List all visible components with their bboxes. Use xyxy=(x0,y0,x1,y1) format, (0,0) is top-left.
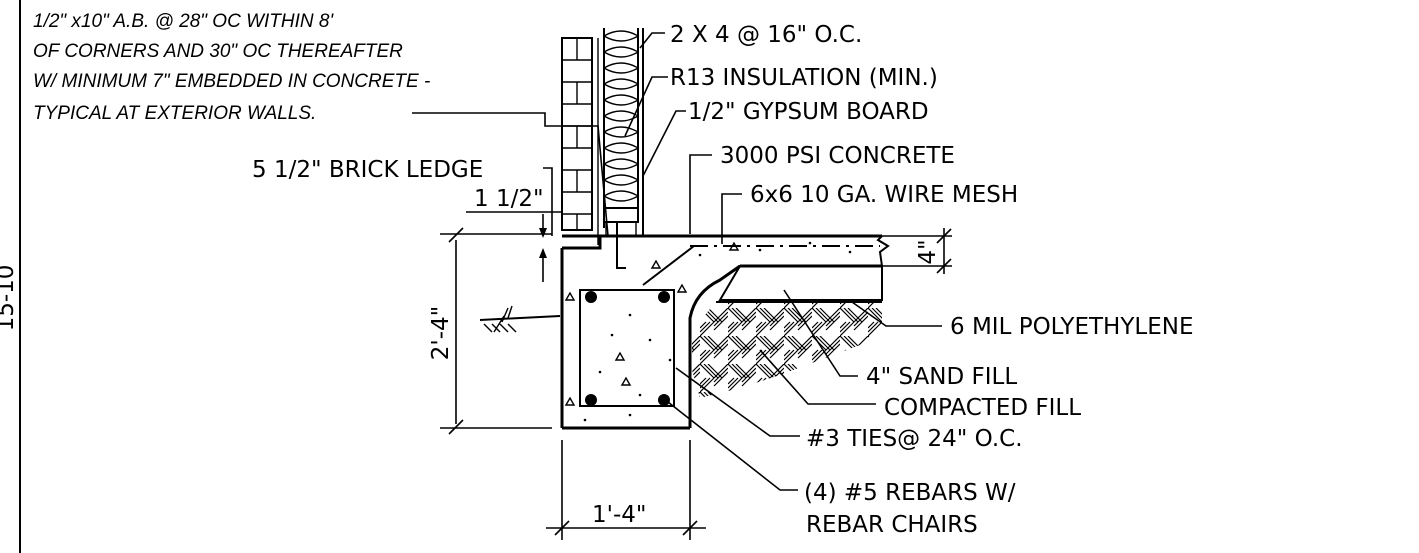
grade-symbol xyxy=(479,305,561,333)
anchor-bolt-note-line-1: 1/2" x10" A.B. @ 28" OC WITHIN 8' xyxy=(33,11,334,32)
gypsum-leader xyxy=(642,110,686,177)
dimension-footing-width: 1'-4" xyxy=(546,440,706,540)
dimension-ledge: 1 1/2" xyxy=(466,186,562,282)
rebar-ties xyxy=(579,289,675,407)
wire-mesh-leader xyxy=(721,193,742,244)
sand-fill-leader xyxy=(783,289,858,377)
insulation-leader xyxy=(624,76,668,137)
anchor-bolt-note-line-4: TYPICAL AT EXTERIOR WALLS. xyxy=(33,103,316,124)
rebar-top-left xyxy=(585,291,597,303)
label-concrete: 3000 PSI CONCRETE xyxy=(720,143,955,169)
dim-footing-depth: 2'-4" xyxy=(428,306,454,360)
label-gypsum: 1/2" GYPSUM BOARD xyxy=(688,99,929,125)
label-studs: 2 X 4 @ 16" O.C. xyxy=(670,22,862,48)
sand-fill xyxy=(718,265,883,301)
label-rebars-line-2: REBAR CHAIRS xyxy=(806,512,978,538)
label-compacted-fill: COMPACTED FILL xyxy=(884,395,1081,421)
compacted-fill-leader xyxy=(759,349,876,405)
rebars-leader xyxy=(667,401,798,491)
label-brick-ledge: 5 1/2" BRICK LEDGE xyxy=(252,157,483,183)
dimension-slab: 4" xyxy=(882,228,952,274)
polyethylene-leader xyxy=(851,301,942,327)
concrete-dots xyxy=(583,241,852,422)
label-insulation: R13 INSULATION (MIN.) xyxy=(670,65,938,91)
stud-wall xyxy=(603,28,644,236)
label-polyethylene: 6 MIL POLYETHYLENE xyxy=(950,314,1194,340)
anchor-bolt-note-line-3: W/ MINIMUM 7" EMBEDDED IN CONCRETE - xyxy=(33,71,430,92)
label-rebars-line-1: (4) #5 REBARS W/ xyxy=(804,480,1016,506)
dim-footing-width: 1'-4" xyxy=(592,502,646,528)
dim-ledge-drop: 1 1/2" xyxy=(474,186,544,212)
anchor-bolt xyxy=(616,222,626,269)
studs-leader xyxy=(639,32,665,49)
dimension-footing-depth: 2'-4" xyxy=(428,227,552,435)
label-wire-mesh: 6x6 10 GA. WIRE MESH xyxy=(750,182,1018,208)
brick-ledge-leader xyxy=(543,167,553,236)
label-sand-fill: 4" SAND FILL xyxy=(866,364,1017,390)
ties-leader xyxy=(675,367,800,437)
label-ties: #3 TIES@ 24" O.C. xyxy=(806,426,1023,452)
sheet-side-label: 15-10 xyxy=(0,265,19,332)
anchor-bolt-note-line-2: OF CORNERS AND 30" OC THEREAFTER xyxy=(33,41,403,62)
anchor-bolt-leader xyxy=(412,112,609,237)
concrete-aggregate xyxy=(564,241,740,406)
rebar-bottom-right xyxy=(658,394,670,406)
brick-veneer xyxy=(561,37,599,245)
insulation-batting xyxy=(603,30,640,202)
compacted-fill xyxy=(692,302,882,398)
rebar-bottom-left xyxy=(585,394,597,406)
rebar-top-right xyxy=(658,291,670,303)
concrete-leader xyxy=(689,154,712,234)
anchor-bolt-note: 1/2" x10" A.B. @ 28" OC WITHIN 8' OF COR… xyxy=(33,11,430,124)
dim-slab-thickness: 4" xyxy=(915,239,941,264)
